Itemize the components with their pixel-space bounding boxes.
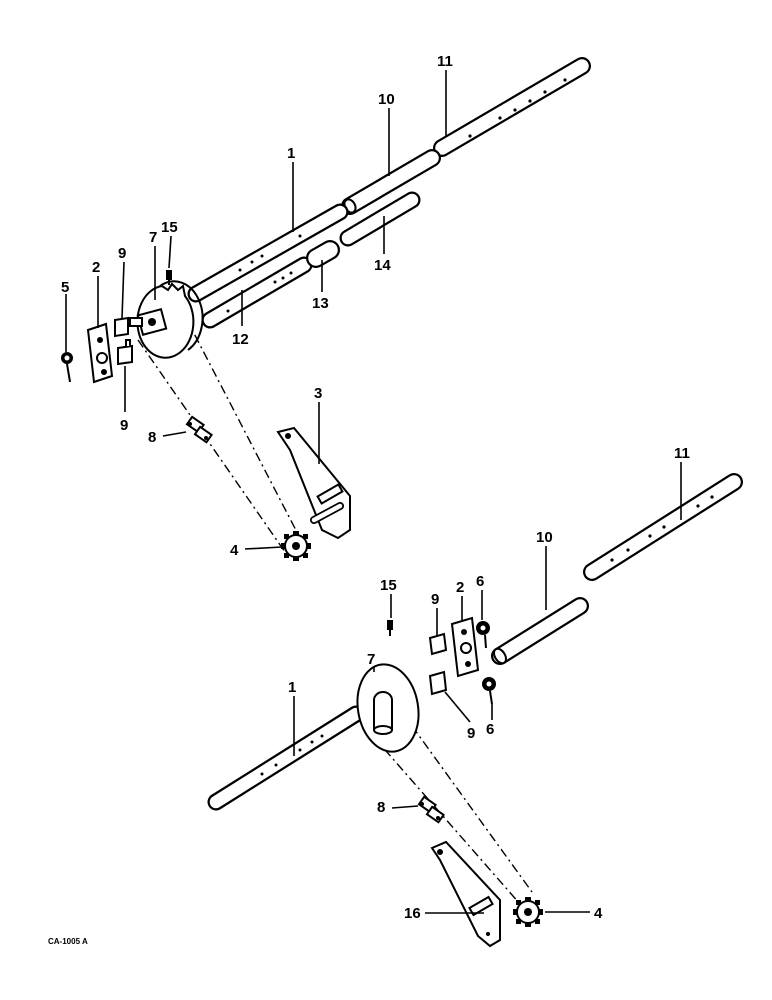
callout-9a-upper: 9	[118, 245, 126, 262]
callout-2-lower: 2	[456, 579, 464, 596]
callout-9b-upper: 9	[120, 417, 128, 434]
nut-5	[61, 352, 73, 383]
callout-10-upper: 10	[378, 91, 395, 108]
shaft-1-upper	[187, 203, 349, 303]
callout-15-lower: 15	[380, 577, 397, 594]
bolt-15-upper	[166, 270, 172, 285]
callout-7-upper: 7	[149, 229, 157, 246]
sprocket-4-lower	[513, 897, 543, 927]
bolt-15-lower	[387, 620, 393, 636]
connector-link-8-lower	[417, 795, 445, 824]
callout-9a-lower: 9	[431, 591, 439, 608]
sprocket-4-upper	[281, 531, 311, 561]
hub-upper	[129, 308, 168, 336]
leader-lines-upper	[65, 70, 447, 550]
callout-3: 3	[314, 385, 322, 402]
shaft-12	[201, 256, 313, 329]
bearing-half-9-upper-b	[117, 339, 133, 366]
tube-10-lower	[491, 597, 589, 665]
drive-chain-upper	[137, 339, 286, 553]
callout-9b-lower: 9	[467, 725, 475, 742]
bearing-half-9-lower-a	[428, 632, 448, 656]
drawing-code: CA-1005 A	[48, 937, 88, 946]
shaft-11-lower	[583, 473, 743, 581]
callout-1-upper: 1	[287, 145, 295, 162]
callout-7-lower: 7	[367, 651, 375, 668]
callout-15-upper: 15	[161, 219, 178, 236]
drive-chain-lower	[371, 734, 521, 905]
bracket-16	[430, 840, 501, 948]
callout-10-lower: 10	[536, 529, 553, 546]
plate-2-lower	[450, 616, 480, 678]
callout-11-lower: 11	[674, 445, 690, 462]
shaft-1-lower	[207, 705, 365, 811]
nut-6-b	[482, 677, 496, 705]
callout-1-lower: 1	[288, 679, 296, 696]
tube-10-upper	[341, 149, 441, 215]
sprocket-7-lower	[356, 663, 420, 753]
callout-8-lower: 8	[377, 799, 385, 816]
callout-11-upper: 11	[437, 53, 453, 70]
callout-16: 16	[404, 905, 421, 922]
bearing-half-9-lower-b	[428, 670, 448, 696]
coupler-13	[306, 240, 340, 268]
callout-12: 12	[232, 331, 249, 348]
callout-4-upper: 4	[230, 542, 239, 559]
upper-assembly: 1 10 11 15 7 9 2 5 12 13 14 9 8 3 4	[61, 53, 591, 561]
nut-6-a	[476, 621, 490, 649]
shaft-14	[339, 191, 421, 247]
callout-6b: 6	[486, 721, 494, 738]
callout-13: 13	[312, 295, 329, 312]
plate-2-upper	[86, 322, 114, 384]
lower-assembly: 11 10 15 9 2 6 7 6 1 9 8 16 4	[207, 445, 743, 948]
bracket-3	[276, 426, 351, 540]
callout-4-lower: 4	[594, 905, 603, 922]
leader-lines-lower	[293, 462, 682, 914]
connector-link-8-upper	[185, 415, 213, 444]
bearing-half-9-upper-a	[114, 316, 129, 338]
callout-8-upper: 8	[148, 429, 156, 446]
callout-14: 14	[374, 257, 391, 274]
shaft-11-upper	[433, 57, 591, 157]
callout-5: 5	[61, 279, 69, 296]
callout-2-upper: 2	[92, 259, 100, 276]
callout-6a: 6	[476, 573, 484, 590]
